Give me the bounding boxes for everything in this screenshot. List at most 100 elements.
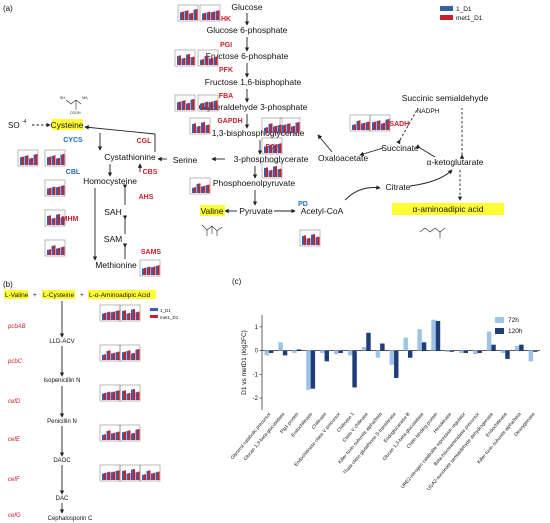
mini-bar — [111, 353, 113, 360]
metabolite-oxaloacetate: Oxaloacetate — [318, 153, 368, 163]
mini-bar — [148, 470, 151, 480]
mini-bar — [181, 58, 184, 65]
bar-72h — [528, 350, 534, 362]
legend-a-label-2: met1_D1 — [456, 15, 483, 22]
mini-chart-frame — [174, 49, 196, 67]
mini-bar — [179, 101, 181, 110]
bar-72h — [514, 345, 520, 351]
mini-bar — [198, 126, 201, 133]
mini-chart-frame — [139, 259, 161, 277]
substrate-valine: L-Valine — [5, 292, 29, 299]
product-daoc: DAOC — [53, 458, 71, 464]
mini-bar — [126, 430, 129, 440]
mini-bar — [201, 122, 203, 133]
bar-120h — [282, 350, 288, 356]
y-tick-label: -2 — [253, 396, 259, 402]
mini-bar — [131, 353, 133, 360]
mini-bar — [200, 103, 202, 110]
bar-120h — [491, 344, 496, 351]
mini-bar — [268, 170, 271, 177]
mini-bar — [51, 155, 54, 165]
aaa-structure — [419, 227, 446, 238]
legend-c-swatch — [495, 317, 504, 323]
mini-bar — [201, 186, 203, 193]
legend-a-label-1: 1_D1 — [456, 6, 472, 13]
mini-bar — [102, 354, 104, 360]
mini-bar — [192, 187, 194, 193]
mini-bar — [213, 100, 216, 110]
mini-bar-charts — [17, 4, 391, 482]
mini-bar — [205, 125, 208, 133]
mini-bar — [286, 123, 289, 133]
mini-chart — [197, 94, 219, 112]
mini-bar — [133, 433, 135, 440]
mini-bar — [193, 9, 196, 20]
bar-120h — [519, 344, 524, 351]
mini-chart — [44, 149, 66, 167]
mini-bar — [268, 123, 271, 133]
mini-chart-frame — [197, 94, 219, 112]
mini-chart-frame — [199, 4, 221, 22]
mini-bar — [200, 59, 202, 65]
mini-bar — [56, 158, 58, 165]
y-tick-label: 0 — [255, 349, 259, 355]
mini-bar — [188, 103, 190, 110]
plus-1: + — [33, 292, 37, 299]
enzyme-cbs: CBS — [143, 169, 158, 176]
mini-bar — [211, 101, 213, 110]
mini-bar — [126, 313, 129, 320]
mini-bar — [131, 389, 133, 400]
mini-bar — [108, 311, 111, 320]
bar-72h — [486, 331, 492, 351]
mini-chart — [189, 177, 211, 195]
mini-bar — [144, 268, 146, 275]
enzyme-cgl: CGL — [137, 138, 153, 145]
mini-bar — [104, 473, 106, 480]
cysteine-cooh: COOH — [70, 111, 81, 115]
mini-bar — [126, 393, 129, 400]
mini-chart-frame — [197, 49, 219, 67]
mini-bar — [111, 392, 113, 400]
mini-bar — [264, 167, 266, 177]
metabolite-bpg: 1,3-bisphosphoglycerate — [212, 128, 305, 138]
mini-bar — [108, 430, 111, 440]
mini-bar — [137, 349, 140, 360]
mini-chart — [369, 114, 391, 132]
mini-bar — [131, 309, 133, 320]
mini-chart — [261, 161, 283, 179]
mini-bar — [198, 183, 201, 193]
gene-pcbc: pcbC — [7, 359, 23, 365]
mini-bar — [137, 471, 140, 480]
mini-bar — [206, 12, 209, 20]
bar-120h — [324, 350, 329, 362]
mini-bar — [284, 124, 286, 133]
mini-bar — [58, 248, 60, 255]
mini-chart — [44, 179, 66, 197]
mini-bar — [113, 391, 115, 400]
mini-bar — [206, 55, 209, 65]
mini-bar — [186, 54, 188, 65]
mini-bar — [108, 391, 111, 400]
metabolite-methionine: Methionine — [95, 260, 137, 270]
mini-bar — [196, 183, 199, 193]
mini-bar — [137, 429, 140, 440]
mini-bar — [128, 350, 131, 360]
mini-bar — [277, 143, 280, 153]
mini-bar — [270, 170, 273, 177]
mini-chart — [199, 4, 221, 22]
mini-bar — [124, 431, 126, 440]
bar-120h — [505, 350, 510, 359]
bar-72h — [459, 350, 464, 353]
legend-b-swatch-2 — [150, 315, 158, 318]
mini-bar — [352, 124, 354, 130]
metabolite-pep: Phosphoenolpyruvate — [213, 178, 296, 188]
cysteine-b-highlight — [42, 290, 75, 299]
mini-bar — [49, 156, 51, 165]
mini-bar — [126, 350, 129, 360]
mini-bar — [102, 434, 104, 440]
mini-bar — [56, 248, 58, 255]
sulfur-arrows — [84, 125, 167, 261]
mini-chart — [99, 344, 121, 362]
mini-bar — [354, 124, 356, 130]
gene-cefe: cefE — [8, 437, 21, 443]
